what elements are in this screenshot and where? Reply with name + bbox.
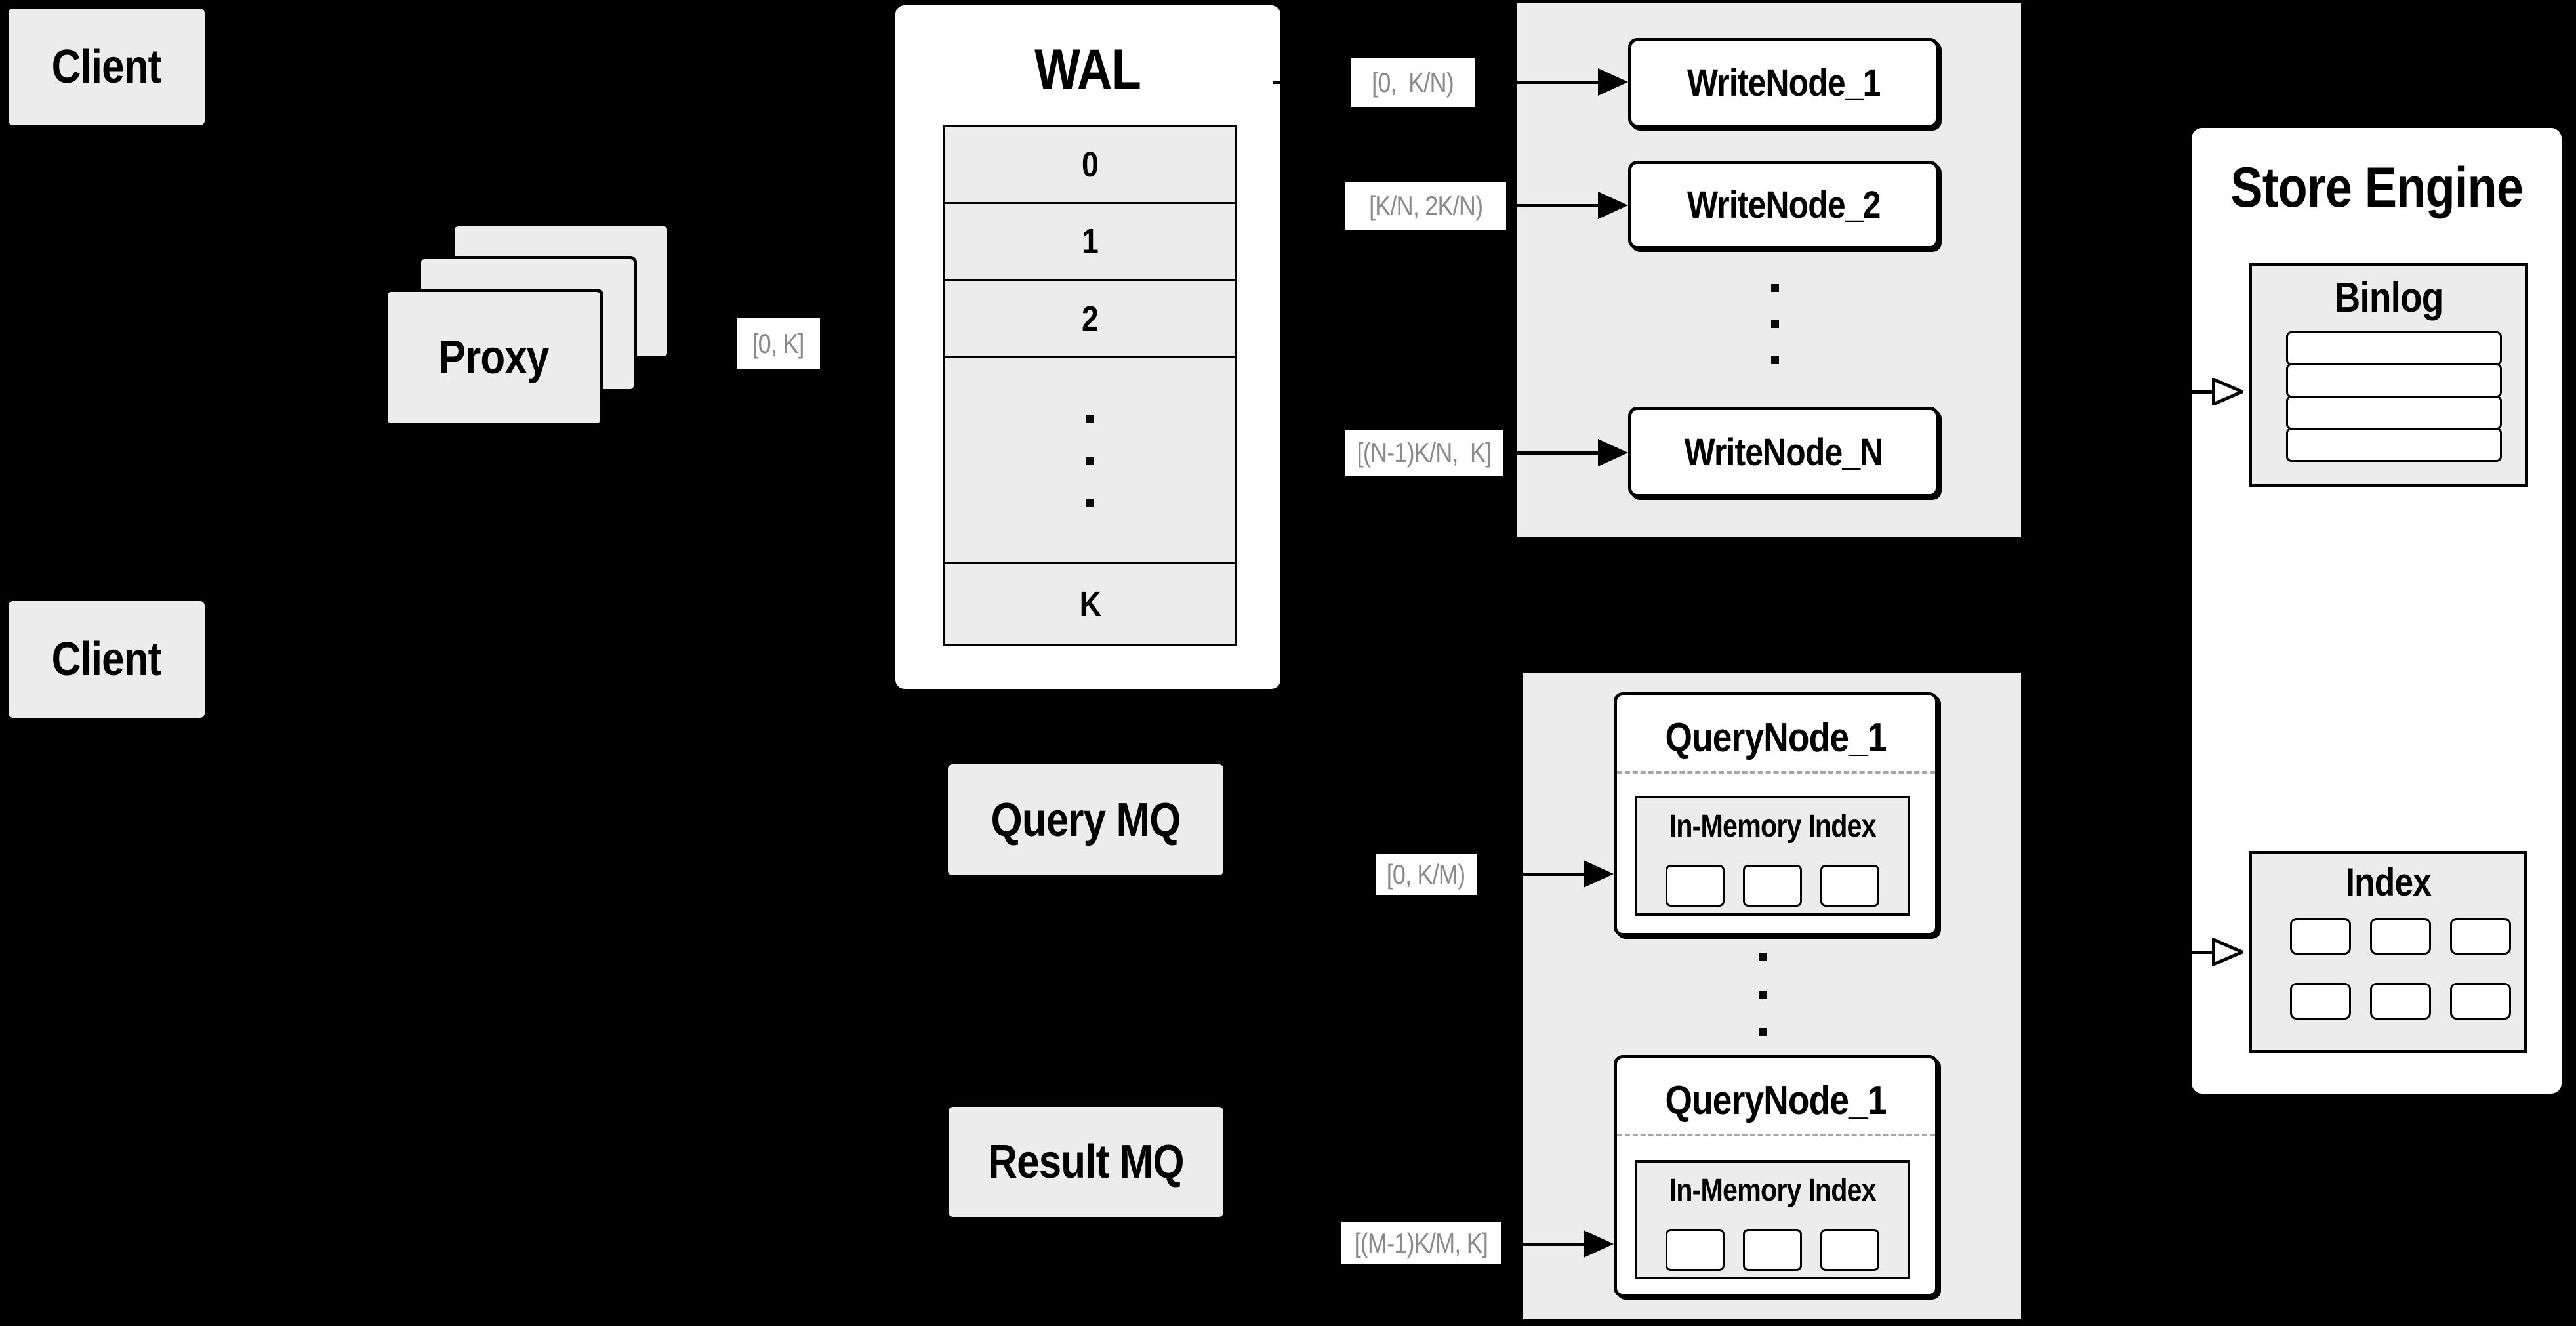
arrow-binlog-in-head-icon [2212,378,2243,405]
wal-row-k: K [943,562,1237,646]
query-node-m-divider [1617,1134,1935,1136]
wal-row-0: 0 [943,125,1237,204]
range-label-write-n: [(N-1)K/N, K] [1345,430,1503,476]
arrow-write-n-head-icon [1598,439,1628,466]
range-label-query-1: [0, K/M) [1376,854,1477,895]
wal-out-arrow-stub [1273,81,1282,84]
query-nodes-ellipsis-icon [1759,953,1767,1036]
write-nodes-ellipsis-icon [1771,284,1779,364]
in-memory-index-1-segments [1637,865,1908,907]
arrow-write-n [1503,451,1598,455]
arrow-write-2-head-icon [1598,192,1628,219]
wal-table: 0 1 2 K [943,125,1237,646]
range-label-write-1: [0, K/N) [1351,58,1475,107]
binlog-title: Binlog [2334,273,2443,321]
binlog-rows [2286,331,2502,462]
index-segments [2290,918,2511,1020]
result-mq-label: Result MQ [988,1136,1184,1188]
vertical-ellipsis-icon [1086,414,1094,507]
client-top-box: Client [7,7,207,127]
wal-row-1: 1 [943,202,1237,281]
client-top-label: Client [52,41,162,93]
index-box: Index [2249,851,2527,1053]
query-mq-box: Query MQ [946,762,1225,877]
write-node-1-box: WriteNode_1 [1628,38,1939,128]
store-engine-title: Store Engine [2230,155,2524,219]
proxy-box: Proxy [384,289,603,426]
query-node-1-divider [1617,771,1935,774]
arrow-write-2 [1506,204,1598,207]
binlog-box: Binlog [2249,263,2528,487]
arrow-write-1-head-icon [1598,68,1628,96]
arrow-binlog-in [2192,390,2213,394]
in-memory-index-2-segments [1637,1229,1908,1271]
wal-row-ellipsis [943,356,1237,564]
client-bottom-box: Client [7,599,207,720]
arrow-index-in [2192,951,2213,954]
in-memory-index-1-box: In-Memory Index [1635,796,1910,916]
arrow-query-m-head-icon [1584,1230,1614,1258]
proxy-label: Proxy [439,331,550,384]
range-label-query-m: [(M-1)K/M, K] [1341,1222,1501,1264]
result-mq-box: Result MQ [947,1105,1225,1219]
range-label-proxy-out: [0, K] [737,318,820,369]
arrow-query-m [1501,1243,1584,1246]
arrow-write-1 [1475,81,1598,84]
client-bottom-label: Client [52,633,162,686]
query-node-m-box: QueryNode_1 In-Memory Index [1614,1055,1938,1297]
query-node-1-box: QueryNode_1 In-Memory Index [1614,692,1938,936]
in-memory-index-2-box: In-Memory Index [1635,1160,1910,1279]
index-title: Index [2345,860,2431,904]
arrow-query-1 [1477,873,1584,876]
query-mq-label: Query MQ [991,793,1181,846]
arrow-query-1-head-icon [1584,860,1614,888]
wal-row-2: 2 [943,279,1237,358]
arrow-index-in-head-icon [2212,938,2243,966]
write-node-n-box: WriteNode_N [1628,407,1939,497]
write-node-2-box: WriteNode_2 [1628,161,1939,249]
range-label-write-2: [K/N, 2K/N) [1345,182,1506,230]
wal-title: WAL [1034,37,1142,101]
wal-panel: WAL 0 1 2 K [895,5,1280,689]
